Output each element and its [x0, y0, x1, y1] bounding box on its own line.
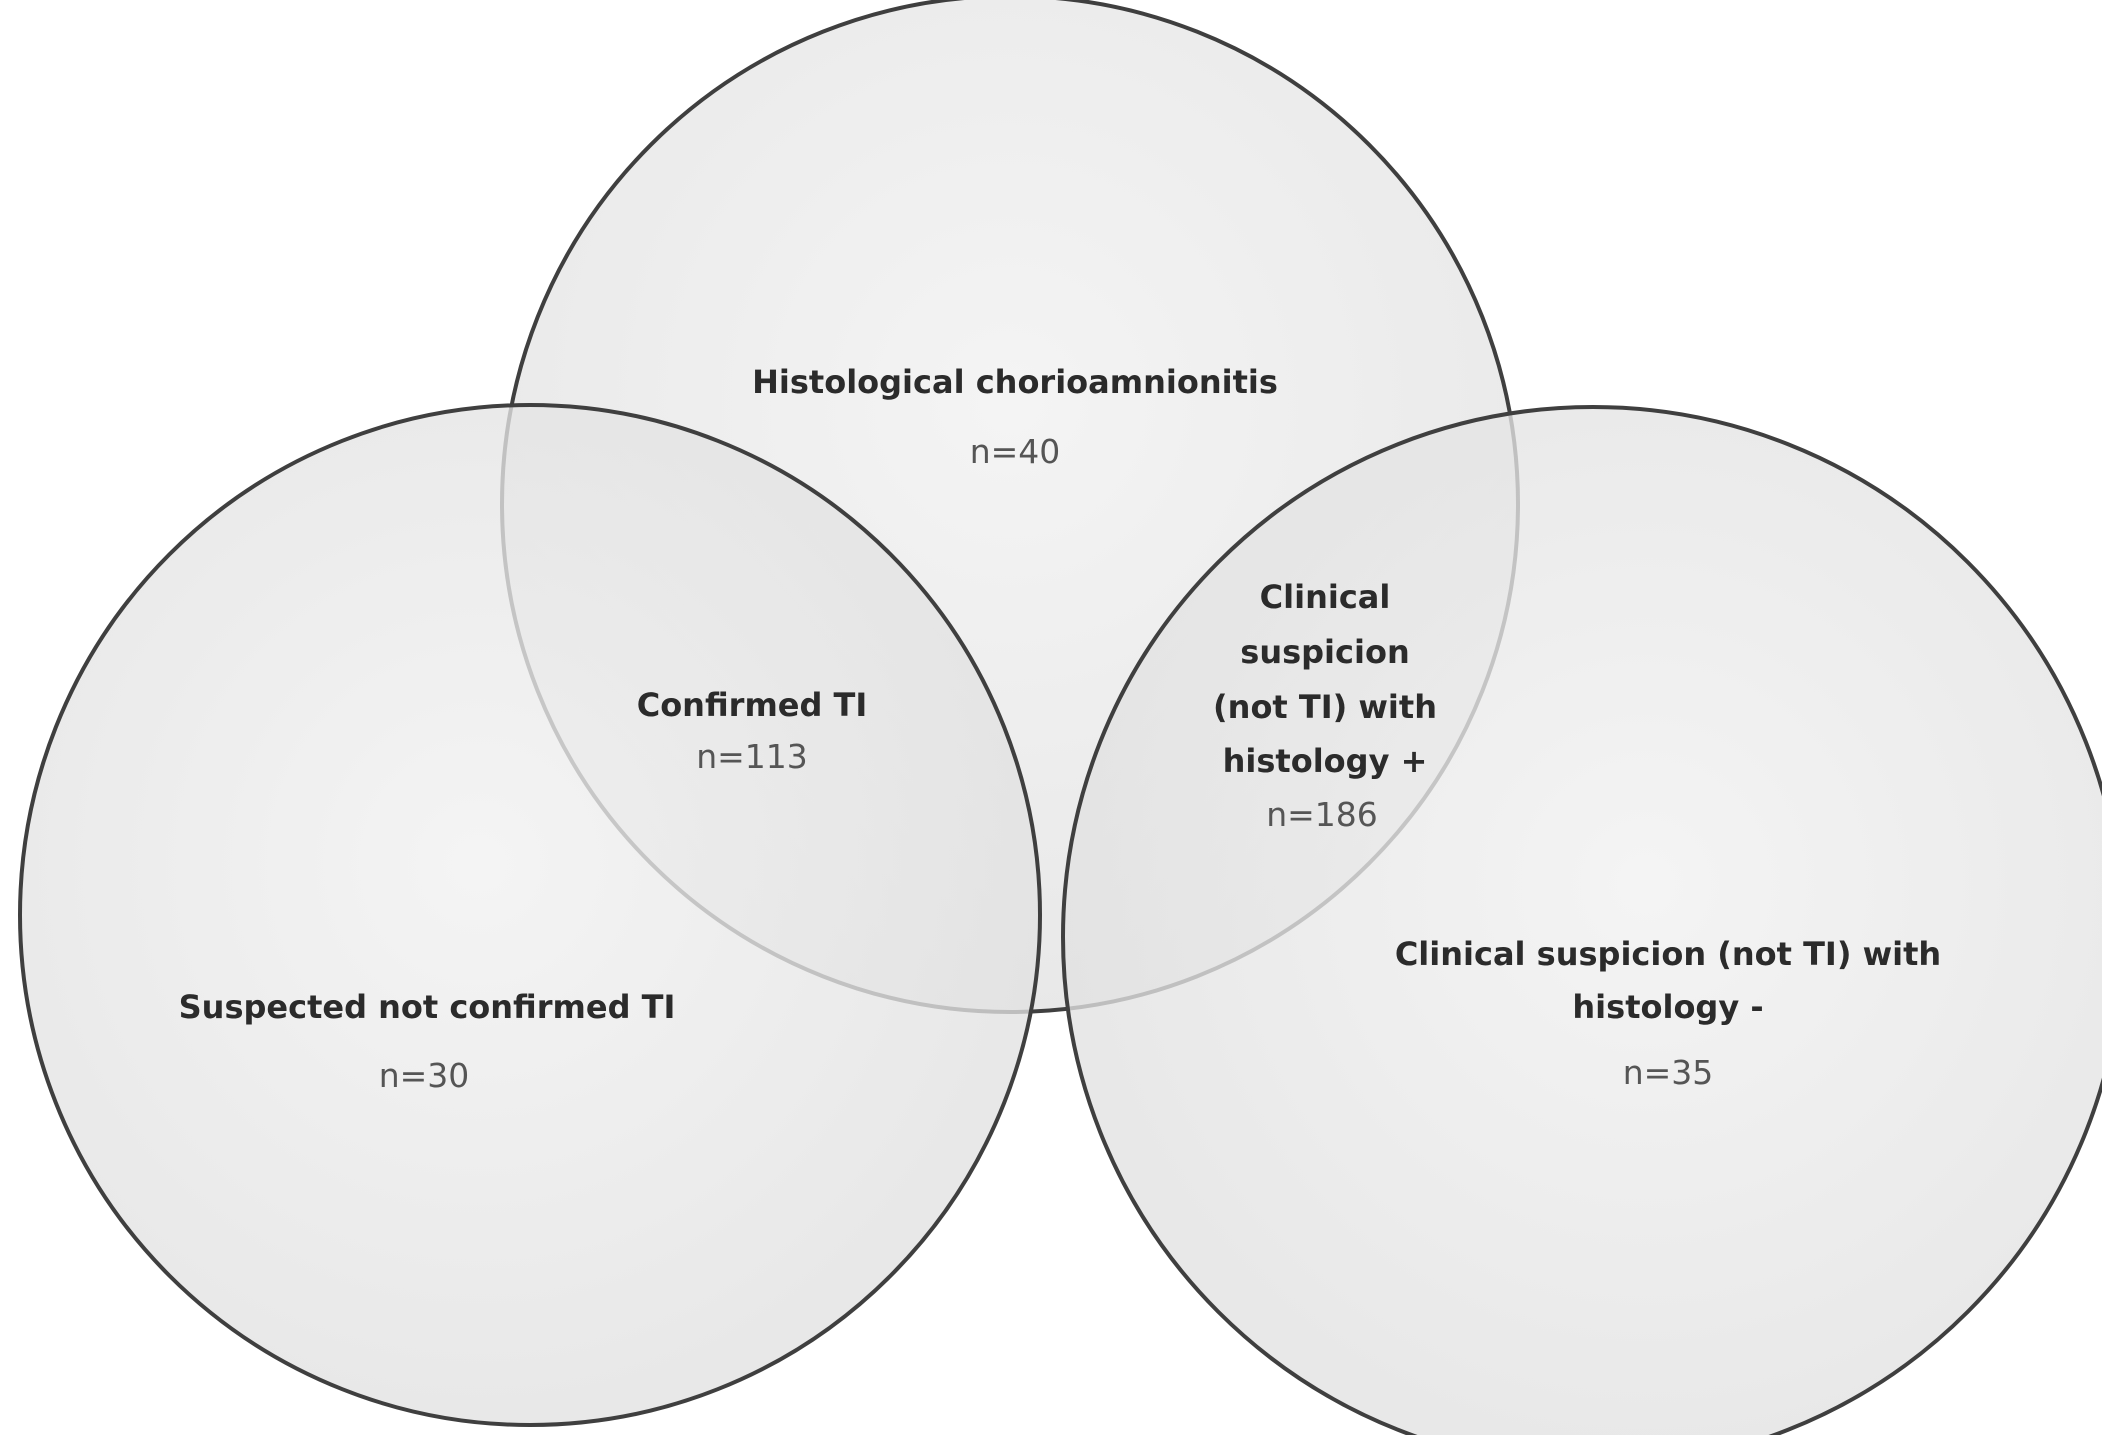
clinical-positive-label-line-2: suspicion — [1240, 633, 1409, 671]
histology-count: n=40 — [970, 432, 1061, 471]
clinical-positive-label-line-3: (not TI) with — [1213, 688, 1437, 726]
clinical-negative-count: n=35 — [1623, 1053, 1714, 1092]
clinical-positive-count: n=186 — [1266, 795, 1378, 834]
confirmed-ti-label: Confirmed TI — [637, 686, 868, 724]
suspected-count: n=30 — [379, 1056, 470, 1095]
histology-label: Histological chorioamnionitis — [752, 363, 1278, 401]
clinical-positive-label-line-1: Clinical — [1260, 578, 1391, 616]
confirmed-ti-count: n=113 — [696, 737, 808, 776]
circle-clinical-suspicion — [1061, 405, 2102, 1435]
circle-suspected-not-confirmed — [18, 403, 1042, 1427]
clinical-negative-label-line-2: histology - — [1572, 988, 1763, 1026]
suspected-label: Suspected not confirmed TI — [179, 988, 676, 1026]
clinical-negative-label-line-1: Clinical suspicion (not TI) with — [1395, 935, 1941, 973]
clinical-positive-label-line-4: histology + — [1223, 742, 1428, 780]
